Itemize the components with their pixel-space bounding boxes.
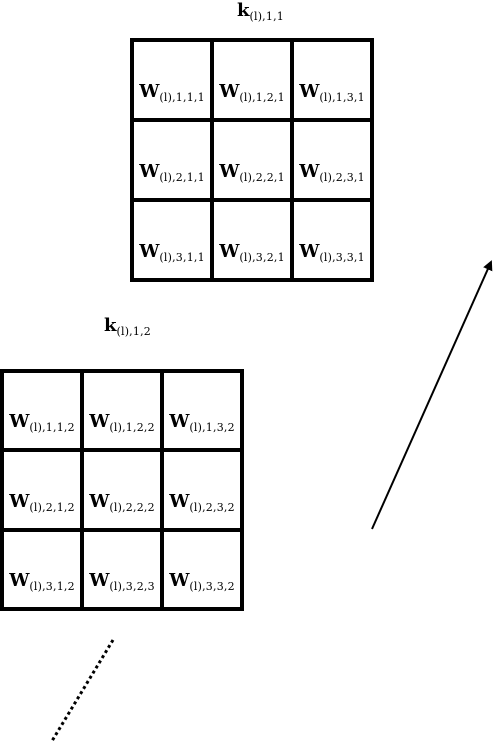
weight-label: W(l),2,3,1 (294, 161, 370, 184)
weight-subscript: (l),2,1,2 (29, 500, 75, 514)
weight-subscript: (l),1,2,1 (239, 91, 285, 104)
weight-label: W(l),2,2,1 (214, 161, 290, 184)
kernel-1-cell: W(l),1,3,1 (292, 40, 372, 120)
weight-symbol: W (9, 411, 30, 433)
kernel-1-cell: W(l),3,1,1 (132, 200, 212, 280)
weight-label: W(l),3,1,2 (4, 570, 80, 593)
weight-label: W(l),1,2,1 (214, 81, 290, 104)
weight-symbol: W (219, 161, 240, 182)
weight-subscript: (l),1,2,2 (109, 421, 155, 435)
kernel-2-cell: W(l),3,3,2 (162, 529, 242, 609)
weight-symbol: W (89, 411, 110, 433)
kernel-2-cell: W(l),2,1,2 (2, 450, 82, 530)
weight-subscript: (l),1,1,2 (29, 421, 75, 435)
weight-symbol: W (169, 490, 190, 512)
weight-label: W(l),2,1,2 (4, 491, 80, 514)
kernel-2-cell: W(l),2,2,2 (82, 450, 162, 530)
kernel-2-cell: W(l),1,2,2 (82, 371, 162, 451)
dotted-line (50, 639, 115, 742)
weight-label: W(l),2,1,1 (134, 161, 210, 184)
kernel-2-cell: W(l),1,1,2 (2, 371, 82, 451)
weight-label: W(l),1,3,2 (164, 411, 240, 434)
weight-label: W(l),1,1,1 (134, 81, 210, 104)
weight-label: W(l),1,2,2 (84, 411, 160, 434)
weight-subscript: (l),2,3,2 (189, 500, 235, 514)
weight-label: W(l),1,3,1 (294, 81, 370, 104)
weight-subscript: (l),2,3,1 (319, 171, 365, 184)
weight-subscript: (l),3,2,3 (109, 580, 155, 593)
weight-subscript: (l),3,1,1 (159, 251, 205, 264)
kernel-1-cell: W(l),1,2,1 (212, 40, 292, 120)
weight-subscript: (l),3,3,1 (319, 251, 365, 264)
kernel-2-title-main: k (104, 315, 117, 336)
kernel-2-cell: W(l),2,3,2 (162, 450, 242, 530)
kernel-2-cell: W(l),1,3,2 (162, 371, 242, 451)
weight-symbol: W (169, 411, 190, 433)
weight-label: W(l),1,1,2 (4, 411, 80, 434)
weight-symbol: W (219, 81, 240, 102)
kernel-2-title-sub: (l),1,2 (116, 325, 151, 338)
arrow-line (371, 260, 493, 530)
kernel-2-cell: W(l),3,2,3 (82, 529, 162, 609)
weight-subscript: (l),1,1,1 (159, 91, 205, 104)
kernel-1-title: k(l),1,1 (237, 0, 284, 23)
weight-symbol: W (9, 490, 30, 512)
weight-symbol: W (139, 161, 160, 182)
weight-subscript: (l),2,2,1 (239, 171, 285, 184)
kernel-1-title-sub: (l),1,1 (249, 10, 284, 23)
weight-symbol: W (219, 241, 240, 262)
weight-label: W(l),3,3,1 (294, 241, 370, 264)
weight-symbol: W (89, 490, 110, 512)
kernel-2-cell: W(l),3,1,2 (2, 529, 82, 609)
weight-symbol: W (299, 241, 320, 262)
kernel-2-title: k(l),1,2 (104, 315, 151, 338)
weight-subscript: (l),1,3,2 (189, 421, 235, 435)
weight-subscript: (l),3,1,2 (29, 580, 75, 593)
weight-subscript: (l),2,2,2 (109, 500, 155, 514)
kernel-1-title-main: k (237, 0, 250, 21)
weight-symbol: W (139, 241, 160, 262)
kernel-1-cell: W(l),1,1,1 (132, 40, 212, 120)
weight-symbol: W (139, 81, 160, 102)
weight-symbol: W (299, 81, 320, 102)
weight-symbol: W (299, 161, 320, 182)
weight-label: W(l),3,1,1 (134, 241, 210, 264)
kernel-1-cell: W(l),3,2,1 (212, 200, 292, 280)
weight-label: W(l),2,2,2 (84, 491, 160, 514)
weight-label: W(l),3,2,3 (84, 570, 160, 593)
weight-symbol: W (89, 570, 110, 591)
weight-label: W(l),3,3,2 (164, 570, 240, 593)
kernel-1-cell: W(l),2,1,1 (132, 120, 212, 200)
weight-label: W(l),2,3,2 (164, 491, 240, 514)
weight-symbol: W (169, 570, 190, 591)
weight-subscript: (l),3,2,1 (239, 251, 285, 264)
weight-subscript: (l),2,1,1 (159, 171, 205, 184)
kernel-1-cell: W(l),2,2,1 (212, 120, 292, 200)
weight-symbol: W (9, 570, 30, 591)
weight-subscript: (l),3,3,2 (189, 580, 235, 593)
weight-label: W(l),3,2,1 (214, 241, 290, 264)
kernel-1-cell: W(l),2,3,1 (292, 120, 372, 200)
kernel-1-cell: W(l),3,3,1 (292, 200, 372, 280)
weight-subscript: (l),1,3,1 (319, 91, 365, 104)
